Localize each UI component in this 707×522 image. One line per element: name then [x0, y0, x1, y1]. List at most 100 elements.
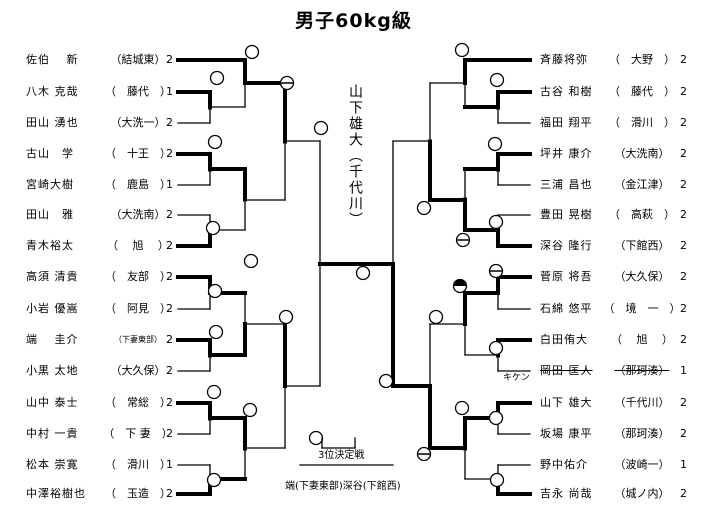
- match-score: 2: [680, 239, 687, 252]
- match-score: 2: [166, 333, 173, 346]
- match-score: 1: [166, 85, 173, 98]
- win-mark-circle: [488, 340, 504, 356]
- athlete-name: 白田侑大: [540, 333, 588, 346]
- match-score: 2: [680, 147, 687, 160]
- athlete-name: 小黒 太地: [26, 364, 79, 377]
- team-name: （ 境 一 ）: [603, 302, 681, 315]
- team-name: （大洗南）: [614, 147, 670, 160]
- athlete-name: 三浦 昌也: [540, 178, 593, 191]
- athlete-name: 坂場 康平: [540, 427, 593, 440]
- win-mark-circle: [205, 220, 221, 236]
- team-name: （ 阿見 ）: [105, 302, 171, 315]
- champion-label: 山下雄大（千代川）: [347, 84, 363, 228]
- team-name: （ 十王 ）: [105, 147, 171, 160]
- athlete-name: 田山 雅: [26, 208, 74, 221]
- team-name: （大洗南）: [110, 208, 166, 221]
- team-name: （千代川）: [614, 396, 670, 409]
- athlete-name: 八木 克哉: [26, 85, 79, 98]
- athlete-name: 豊田 晃樹: [540, 208, 593, 221]
- team-name: （城ノ内）: [614, 487, 670, 500]
- team-name: （ 玉造 ）: [105, 487, 171, 500]
- team-name: （金江津）: [614, 178, 670, 191]
- athlete-name: 小岩 優嵩: [26, 302, 79, 315]
- match-score: 1: [680, 458, 687, 471]
- match-score: 2: [166, 427, 173, 440]
- win-mark-circle: [487, 136, 503, 152]
- athlete-name: 石綿 悠平: [540, 302, 593, 315]
- win-mark-circle: [489, 472, 505, 488]
- match-score: 2: [680, 487, 687, 500]
- athlete-name: 青木裕太: [26, 239, 74, 252]
- win-mark-circle: [488, 410, 504, 426]
- match-score: 2: [680, 427, 687, 440]
- third-place-label: 3位決定戦: [318, 450, 365, 461]
- team-name: （ 友部 ）: [105, 270, 171, 283]
- third-place-names: 端(下妻東部)深谷(下館西): [285, 481, 401, 492]
- match-score: 2: [680, 333, 687, 346]
- team-name: （ 滑川 ）: [105, 458, 171, 471]
- win-mark-circle: [206, 472, 222, 488]
- athlete-name: 坪井 康介: [540, 147, 593, 160]
- win-mark-circle: [313, 120, 329, 136]
- team-name: （那珂湊）: [614, 364, 670, 377]
- match-score: 2: [166, 364, 173, 377]
- win-mark-circle: [454, 42, 470, 58]
- team-name: （ 下 妻 ）: [103, 427, 173, 440]
- page-title: 男子60kg級: [295, 10, 412, 32]
- athlete-name: 端 圭介: [26, 333, 79, 346]
- match-score: 2: [680, 53, 687, 66]
- team-name: （ 鹿島 ）: [105, 178, 171, 191]
- team-name: （大洗一）: [110, 116, 166, 129]
- match-score: 2: [166, 396, 173, 409]
- win-mark-circle: [244, 44, 260, 60]
- win-mark-circle: [209, 70, 225, 86]
- decision-mark-half: [453, 279, 467, 286]
- win-mark-circle: [242, 402, 258, 418]
- athlete-name: 田山 湧也: [26, 116, 79, 129]
- athlete-name: 吉永 尚哉: [540, 487, 593, 500]
- team-name: （ 滑川 ）: [609, 116, 675, 129]
- match-score: 2: [680, 270, 687, 283]
- withdrawal-mark: キケン: [503, 373, 530, 383]
- athlete-name: 野中佑介: [540, 458, 588, 471]
- athlete-name: 古山 学: [26, 147, 74, 160]
- match-score: 1: [680, 364, 687, 377]
- team-name: （ 藤代 ）: [105, 85, 171, 98]
- match-score: 2: [680, 208, 687, 221]
- team-name: （ 旭 ）: [107, 239, 169, 252]
- athlete-name: 中村 一貴: [26, 427, 79, 440]
- team-name: （那珂湊）: [614, 427, 670, 440]
- athlete-name: 福田 翔平: [540, 116, 593, 129]
- match-score: 2: [166, 116, 173, 129]
- match-score: 2: [166, 270, 173, 283]
- athlete-name: 高須 清貴: [26, 270, 79, 283]
- win-mark-circle: [208, 324, 224, 340]
- team-name: （ 常総 ）: [105, 396, 171, 409]
- win-mark-circle: [416, 200, 432, 216]
- athlete-name: 佐伯 新: [26, 53, 79, 66]
- team-name: （ 大野 ）: [609, 53, 675, 66]
- match-score: 2: [166, 147, 173, 160]
- match-score: 2: [166, 53, 173, 66]
- win-mark-circle: [355, 265, 371, 281]
- team-name: （下妻東部）: [114, 335, 162, 344]
- team-name: （ 藤代 ）: [609, 85, 675, 98]
- athlete-name: 古谷 和樹: [540, 85, 593, 98]
- team-name: （ 高萩 ）: [609, 208, 675, 221]
- match-score: 2: [680, 396, 687, 409]
- team-name: （波崎一）: [614, 458, 670, 471]
- match-score: 2: [680, 302, 687, 315]
- win-mark-circle: [207, 283, 223, 299]
- athlete-name: 斉藤将弥: [540, 53, 588, 66]
- athlete-name: 松本 崇寛: [26, 458, 79, 471]
- athlete-name: 山下 雄大: [540, 396, 593, 409]
- athlete-name: 山中 泰士: [26, 396, 79, 409]
- team-name: （下館西）: [614, 239, 670, 252]
- match-score: 2: [680, 85, 687, 98]
- win-mark-circle: [489, 72, 505, 88]
- win-mark-circle: [207, 134, 223, 150]
- win-mark-circle: [206, 384, 222, 400]
- athlete-name: 深谷 隆行: [540, 239, 593, 252]
- team-name: （大久保）: [614, 270, 670, 283]
